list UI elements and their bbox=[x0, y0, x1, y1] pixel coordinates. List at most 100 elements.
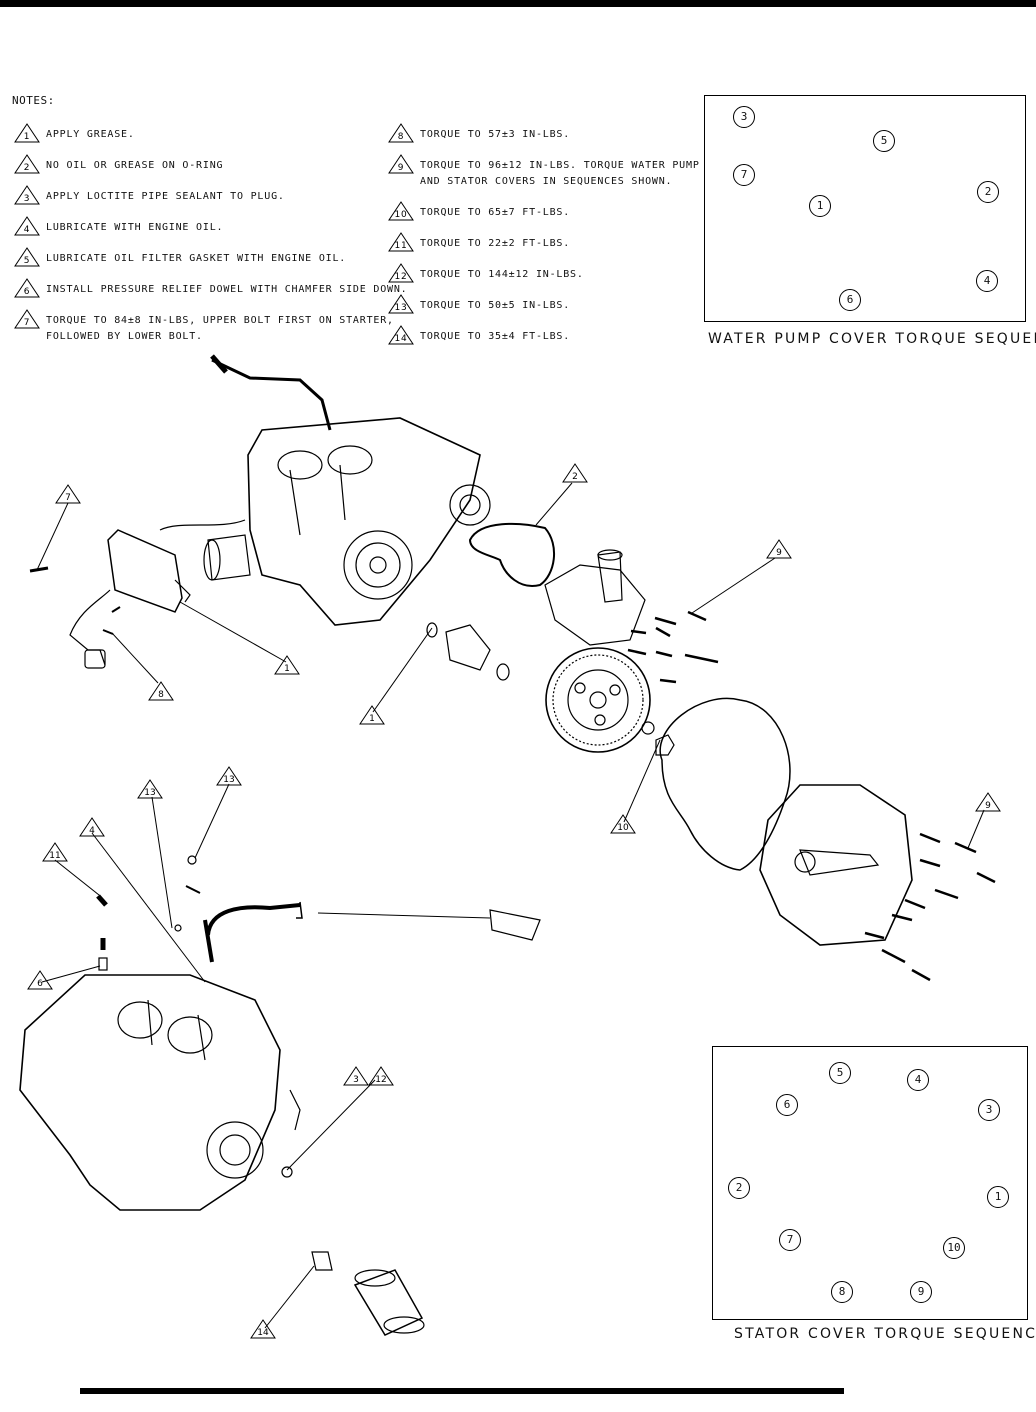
dowel-icon bbox=[98, 957, 108, 971]
svg-text:12: 12 bbox=[394, 272, 407, 282]
st-seq-6: 6 bbox=[776, 1094, 798, 1116]
svg-text:10: 10 bbox=[394, 210, 407, 220]
note-triangle-icon: 4 bbox=[14, 216, 40, 236]
callout-12-icon: 12 bbox=[368, 1066, 394, 1086]
st-seq-9: 9 bbox=[910, 1281, 932, 1303]
note-6: 6 INSTALL PRESSURE RELIEF DOWEL WITH CHA… bbox=[14, 278, 408, 298]
note-text: TORQUE TO 22±2 FT-LBS. bbox=[420, 238, 571, 249]
stator-sequence-title: STATOR COVER TORQUE SEQUENCE bbox=[734, 1326, 1036, 1342]
water-pump-o-ring bbox=[468, 522, 556, 587]
bracket-icon bbox=[185, 885, 201, 894]
svg-text:2: 2 bbox=[572, 472, 578, 482]
note-text: TORQUE TO 84±8 IN-LBS, UPPER BOLT FIRST … bbox=[46, 315, 394, 342]
note-text: APPLY LOCTITE PIPE SEALANT TO PLUG. bbox=[46, 191, 285, 202]
callout-7-icon: 7 bbox=[55, 484, 81, 504]
svg-text:7: 7 bbox=[24, 318, 31, 328]
svg-text:13: 13 bbox=[394, 303, 407, 313]
note-triangle-icon: 11 bbox=[388, 232, 414, 252]
st-seq-4: 4 bbox=[907, 1069, 929, 1091]
svg-text:6: 6 bbox=[24, 287, 31, 297]
flywheel-washer bbox=[641, 721, 655, 735]
note-4: 4 LUBRICATE WITH ENGINE OIL. bbox=[14, 216, 223, 236]
callout-1-icon: 1 bbox=[274, 655, 300, 675]
bolt-icon bbox=[174, 924, 182, 932]
svg-text:1: 1 bbox=[284, 664, 290, 674]
oil-tube bbox=[203, 901, 303, 963]
svg-text:12: 12 bbox=[375, 1075, 386, 1085]
svg-text:3: 3 bbox=[24, 194, 31, 204]
svg-text:9: 9 bbox=[398, 163, 405, 173]
bolt-set bbox=[627, 610, 996, 982]
callout-4-icon: 4 bbox=[79, 817, 105, 837]
svg-text:11: 11 bbox=[394, 241, 407, 251]
water-pump-sequence-title: WATER PUMP COVER TORQUE SEQUENCE bbox=[708, 331, 1036, 347]
callout-3-icon: 3 bbox=[343, 1066, 369, 1086]
note-text: NO OIL OR GREASE ON O-RING bbox=[46, 160, 224, 171]
note-text: TORQUE TO 57±3 IN-LBS. bbox=[420, 129, 571, 140]
callout-13-icon: 13 bbox=[137, 779, 163, 799]
note-triangle-icon: 13 bbox=[388, 294, 414, 314]
note-10: 10 TORQUE TO 65±7 FT-LBS. bbox=[388, 201, 571, 221]
svg-text:6: 6 bbox=[37, 979, 43, 989]
water-pump-sequence-frame bbox=[704, 95, 1026, 322]
notes-title: NOTES: bbox=[12, 94, 55, 107]
st-seq-8: 8 bbox=[831, 1281, 853, 1303]
svg-text:14: 14 bbox=[257, 1328, 269, 1338]
note-triangle-icon: 9 bbox=[388, 154, 414, 174]
flywheel-nut bbox=[655, 734, 675, 756]
note-text: TORQUE TO 50±5 IN-LBS. bbox=[420, 300, 571, 311]
oil-fitting bbox=[311, 1251, 333, 1271]
note-text: TORQUE TO 144±12 IN-LBS. bbox=[420, 269, 584, 280]
wp-seq-3: 3 bbox=[733, 106, 755, 128]
oil-filter bbox=[353, 1269, 425, 1336]
starter-motor bbox=[69, 519, 246, 669]
note-12: 12 TORQUE TO 144±12 IN-LBS. bbox=[388, 263, 584, 283]
svg-text:11: 11 bbox=[49, 851, 60, 861]
callout-13-icon: 13 bbox=[216, 766, 242, 786]
svg-text:1: 1 bbox=[24, 132, 31, 142]
leader-lines bbox=[36, 482, 985, 1329]
water-pump-cover bbox=[544, 549, 646, 646]
svg-text:8: 8 bbox=[398, 132, 405, 142]
note-triangle-icon: 6 bbox=[14, 278, 40, 298]
note-triangle-icon: 7 bbox=[14, 309, 40, 329]
callout-11-icon: 11 bbox=[42, 842, 68, 862]
note-11: 11 TORQUE TO 22±2 FT-LBS. bbox=[388, 232, 571, 252]
svg-text:10: 10 bbox=[617, 823, 629, 833]
svg-text:14: 14 bbox=[394, 334, 407, 344]
lower-crankcase bbox=[19, 974, 301, 1211]
wp-seq-4: 4 bbox=[976, 270, 998, 292]
callout-10-icon: 10 bbox=[610, 814, 636, 834]
plug-icon bbox=[96, 894, 108, 907]
dipstick bbox=[317, 909, 541, 941]
svg-text:2: 2 bbox=[24, 163, 31, 173]
callout-9-icon: 9 bbox=[766, 539, 792, 559]
note-triangle-icon: 1 bbox=[14, 123, 40, 143]
plug-icon bbox=[281, 1166, 293, 1178]
svg-text:9: 9 bbox=[985, 801, 991, 811]
upper-tube bbox=[210, 354, 332, 431]
note-3: 3 APPLY LOCTITE PIPE SEALANT TO PLUG. bbox=[14, 185, 285, 205]
note-8: 8 TORQUE TO 57±3 IN-LBS. bbox=[388, 123, 571, 143]
callout-1-icon: 1 bbox=[359, 705, 385, 725]
flywheel bbox=[545, 647, 651, 753]
st-seq-3: 3 bbox=[978, 1099, 1000, 1121]
st-seq-10: 10 bbox=[943, 1237, 965, 1259]
bolt-icon bbox=[187, 855, 197, 865]
note-text: TORQUE TO 65±7 FT-LBS. bbox=[420, 207, 571, 218]
svg-text:4: 4 bbox=[24, 225, 31, 235]
note-1: 1 APPLY GREASE. bbox=[14, 123, 135, 143]
svg-text:9: 9 bbox=[776, 548, 782, 558]
wp-seq-2: 2 bbox=[977, 181, 999, 203]
svg-text:5: 5 bbox=[24, 256, 31, 266]
note-5: 5 LUBRICATE OIL FILTER GASKET WITH ENGIN… bbox=[14, 247, 346, 267]
stator-sequence-frame bbox=[712, 1046, 1028, 1320]
wp-seq-7: 7 bbox=[733, 164, 755, 186]
svg-text:4: 4 bbox=[89, 826, 95, 836]
wp-seq-6: 6 bbox=[839, 289, 861, 311]
starter-bolt-icon bbox=[111, 606, 121, 613]
note-text: TORQUE TO 35±4 FT-LBS. bbox=[420, 331, 571, 342]
note-9: 9 TORQUE TO 96±12 IN-LBS. TORQUE WATER P… bbox=[388, 154, 700, 190]
wp-seq-1: 1 bbox=[809, 195, 831, 217]
note-7: 7 TORQUE TO 84±8 IN-LBS, UPPER BOLT FIRS… bbox=[14, 309, 394, 345]
